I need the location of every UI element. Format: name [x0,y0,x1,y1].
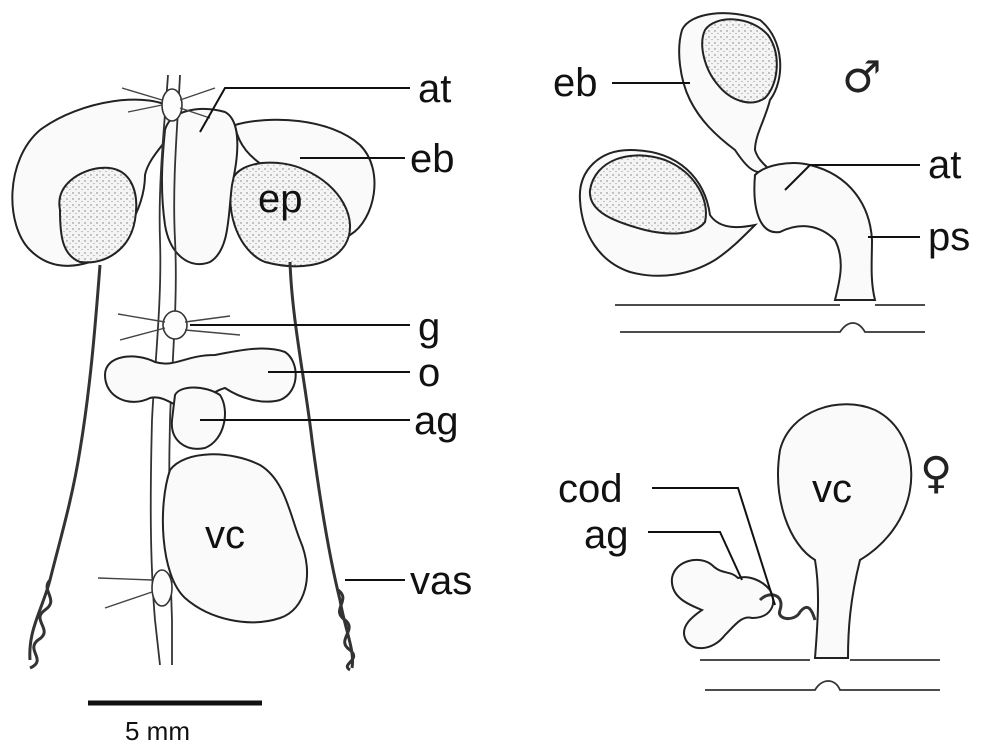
male-symbol: ♂ [842,52,881,103]
label-eb: eb [410,137,455,181]
label-at: at [418,67,451,111]
label-cod: cod [558,467,623,511]
label-vc-left: vc [205,513,245,557]
female-vaginal-sac [778,404,911,658]
label-vc-right: vc [812,467,852,511]
vas-deferens-right [290,262,354,670]
male-body-wall [615,305,925,332]
label-o: o [418,351,440,395]
upper-ganglion [162,89,182,121]
label-at-male: at [928,143,961,187]
label-vas: vas [410,559,472,603]
scale-bar-label: 5 mm [125,716,190,746]
label-ps: ps [928,215,970,259]
label-ep: ep [258,177,303,221]
label-ag: ag [414,399,459,443]
label-g: g [418,305,440,349]
label-eb-male: eb [553,61,598,105]
vas-deferens-left [30,265,100,668]
albumen-gland [172,388,225,449]
lower-ganglion [152,570,172,606]
female-symbol: ♀ [920,448,952,499]
left-ejaculatory-bulb-inner [59,168,136,263]
male-atrium [754,163,875,300]
female-panel: cod ag vc ♀ [558,404,952,690]
left-panel: at eb ep g o ag vc vas 5 mm [12,67,472,746]
female-albumen-gland [672,560,773,648]
ganglion [163,311,187,339]
atrium [162,109,237,264]
label-ag-female: ag [584,513,629,557]
male-panel: eb at ps ♂ [553,13,970,332]
female-body-wall [700,660,940,690]
